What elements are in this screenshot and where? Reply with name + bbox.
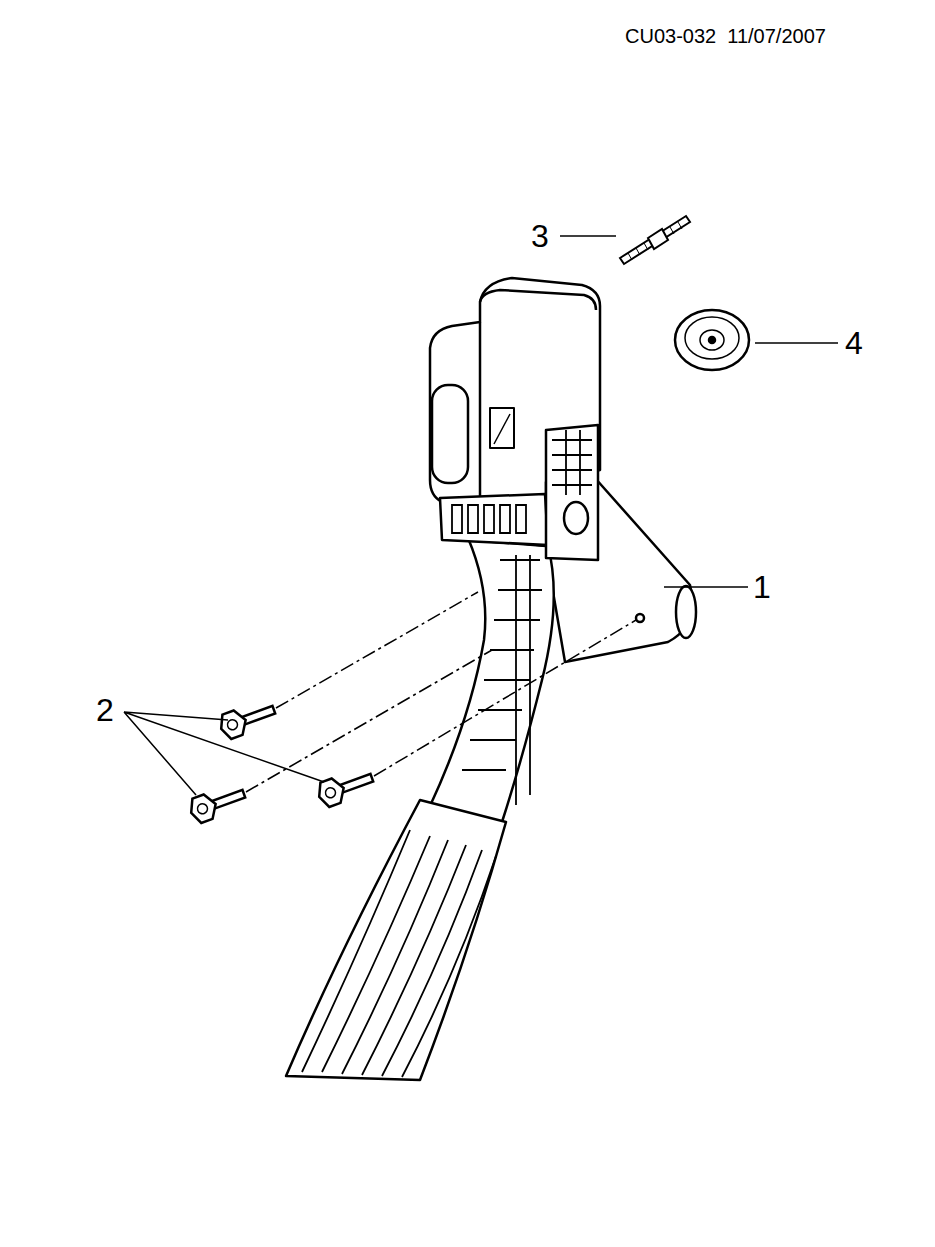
callout-number: 4 bbox=[845, 327, 863, 359]
callout-number: 3 bbox=[531, 220, 549, 252]
bolt-hole bbox=[636, 614, 644, 622]
mounting-plate bbox=[545, 478, 692, 662]
pivot-boss bbox=[676, 586, 696, 638]
pedal-pad bbox=[286, 800, 506, 1080]
sensor-housing bbox=[430, 278, 600, 546]
connector bbox=[432, 385, 468, 483]
callout-number: 1 bbox=[753, 571, 771, 603]
callout-number: 2 bbox=[96, 694, 114, 726]
drawing-reference: CU03-032 11/07/2007 bbox=[625, 26, 826, 46]
leader-lines bbox=[124, 236, 838, 795]
